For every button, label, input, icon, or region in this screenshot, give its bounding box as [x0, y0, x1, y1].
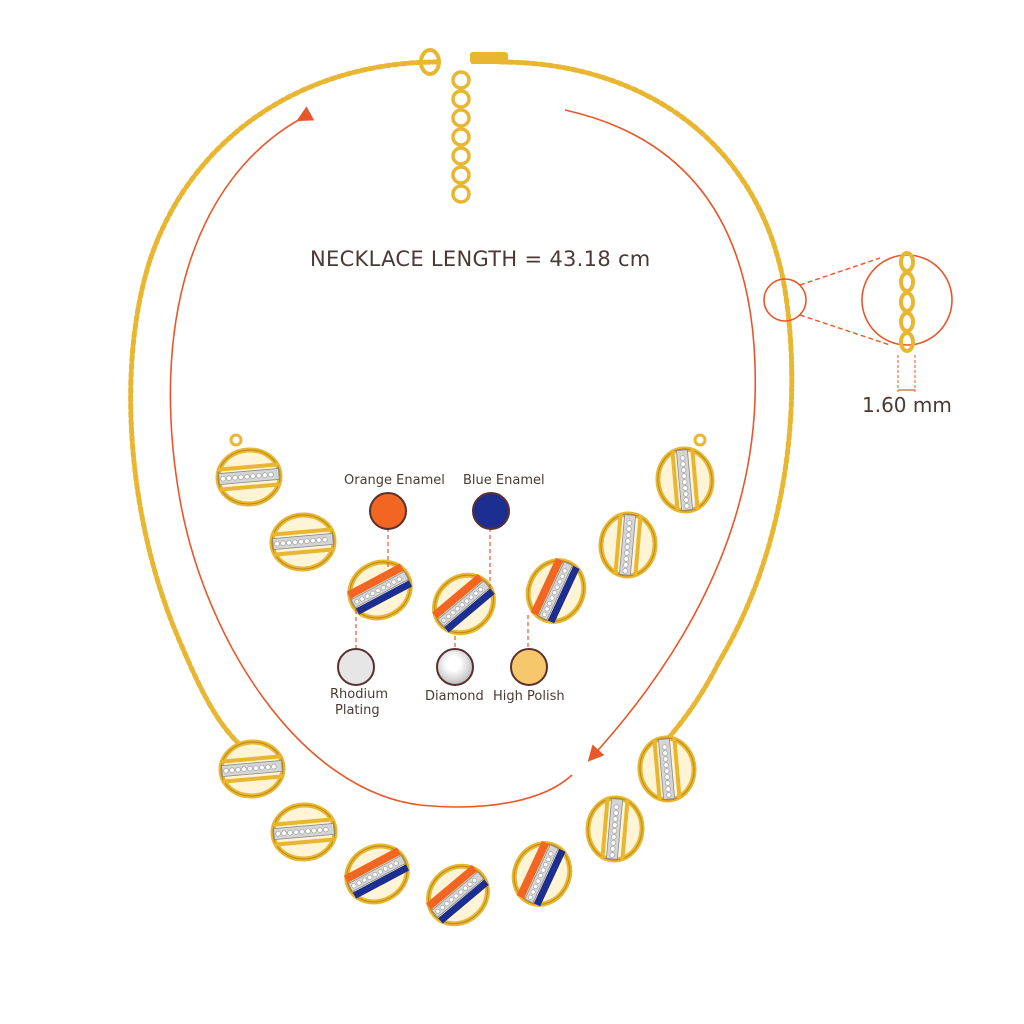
blue-enamel-swatch: [472, 492, 510, 530]
diamond-label: Diamond: [425, 689, 484, 704]
pendant-row-detail: [215, 433, 715, 636]
length-arrow-right: [564, 109, 757, 762]
chain-width-label: 1.60 mm: [862, 393, 952, 417]
rhodium-label-line1: Rhodium: [330, 687, 388, 702]
orange-enamel-label: Orange Enamel: [344, 473, 445, 488]
high-polish-label: High Polish: [493, 689, 565, 704]
outer-chain-right: [497, 59, 795, 751]
extender-chain: [451, 70, 471, 204]
necklace-length-title: NECKLACE LENGTH = 43.18 cm: [310, 247, 651, 271]
orange-enamel-swatch: [369, 492, 407, 530]
clasp: [419, 48, 508, 76]
high-polish-swatch: [510, 648, 548, 686]
rhodium-plating-swatch: [337, 648, 375, 686]
zoom-source-circle: [763, 278, 807, 322]
outer-chain: [128, 59, 441, 748]
pendant-row-worn: [218, 735, 697, 927]
length-arrow-left: [169, 106, 573, 808]
diamond-swatch: [436, 648, 474, 686]
blue-enamel-label: Blue Enamel: [463, 473, 545, 488]
rhodium-label-line2: Plating: [335, 703, 380, 718]
zoom-chain-links: [899, 251, 915, 353]
